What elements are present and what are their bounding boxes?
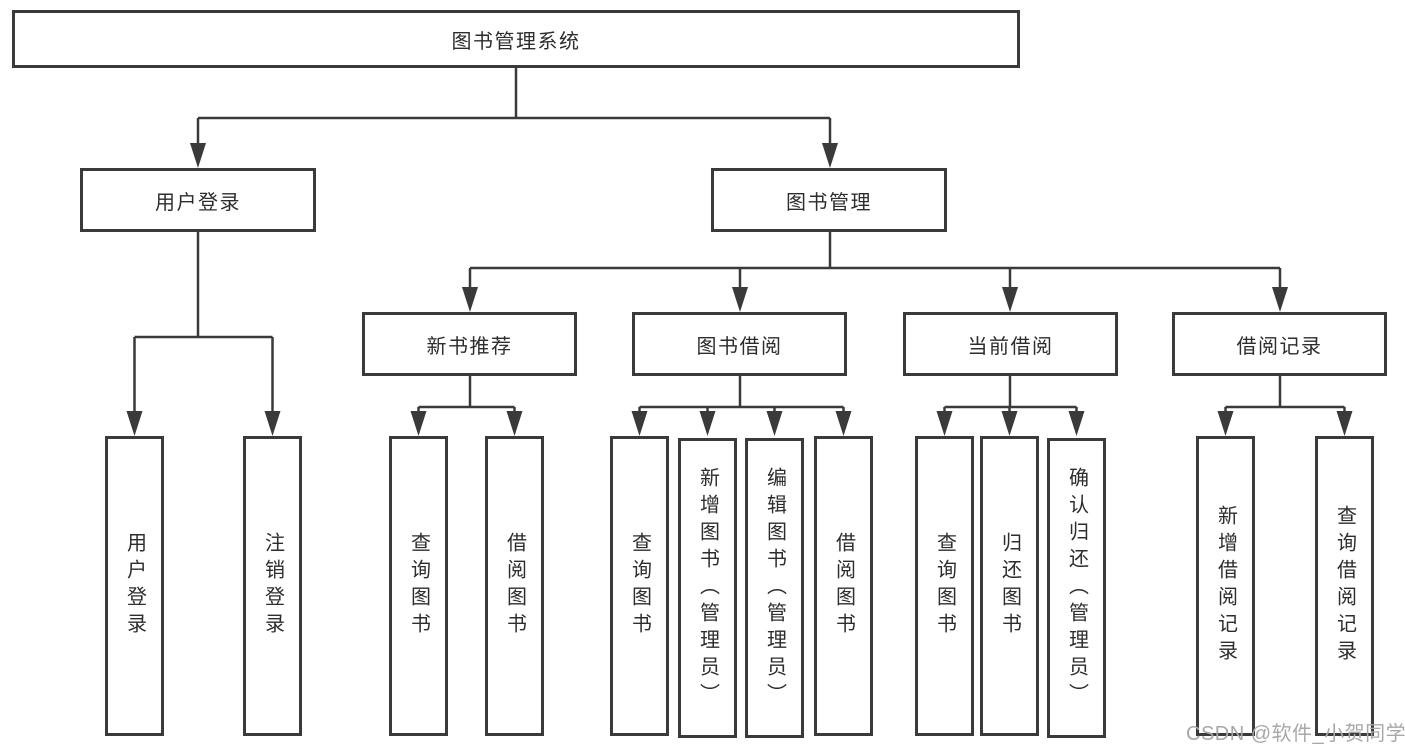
node-leaf-borrow-books-2: 借阅图书	[814, 436, 873, 736]
node-leaf-add-borrow-record: 新增借阅记录	[1196, 436, 1255, 736]
node-borrowing-records: 借阅记录	[1172, 312, 1387, 376]
node-leaf-query-books-3: 查询图书	[915, 436, 974, 736]
node-new-book-recommend: 新书推荐	[362, 312, 577, 376]
node-leaf-confirm-return-admin: 确认归还（管理员）	[1047, 438, 1106, 738]
arrowheads	[126, 143, 1353, 436]
node-leaf-query-books-2: 查询图书	[610, 436, 669, 736]
node-root-system: 图书管理系统	[12, 10, 1020, 68]
node-leaf-edit-books-admin: 编辑图书（管理员）	[745, 438, 804, 738]
csdn-watermark: CSDN @软件_小贺同学	[1186, 723, 1405, 745]
node-leaf-query-borrow-record: 查询借阅记录	[1315, 436, 1374, 736]
node-current-borrowing: 当前借阅	[903, 312, 1118, 376]
node-leaf-borrow-books-1: 借阅图书	[485, 436, 544, 736]
node-leaf-query-books-1: 查询图书	[389, 436, 448, 736]
node-leaf-user-login: 用户登录	[105, 436, 164, 736]
node-leaf-return-books: 归还图书	[980, 436, 1039, 736]
node-book-management-branch: 图书管理	[711, 168, 947, 232]
node-book-borrowing: 图书借阅	[632, 312, 847, 376]
node-leaf-add-books-admin: 新增图书（管理员）	[678, 438, 737, 738]
node-user-login-branch: 用户登录	[80, 168, 316, 232]
node-leaf-logout: 注销登录	[243, 436, 302, 736]
